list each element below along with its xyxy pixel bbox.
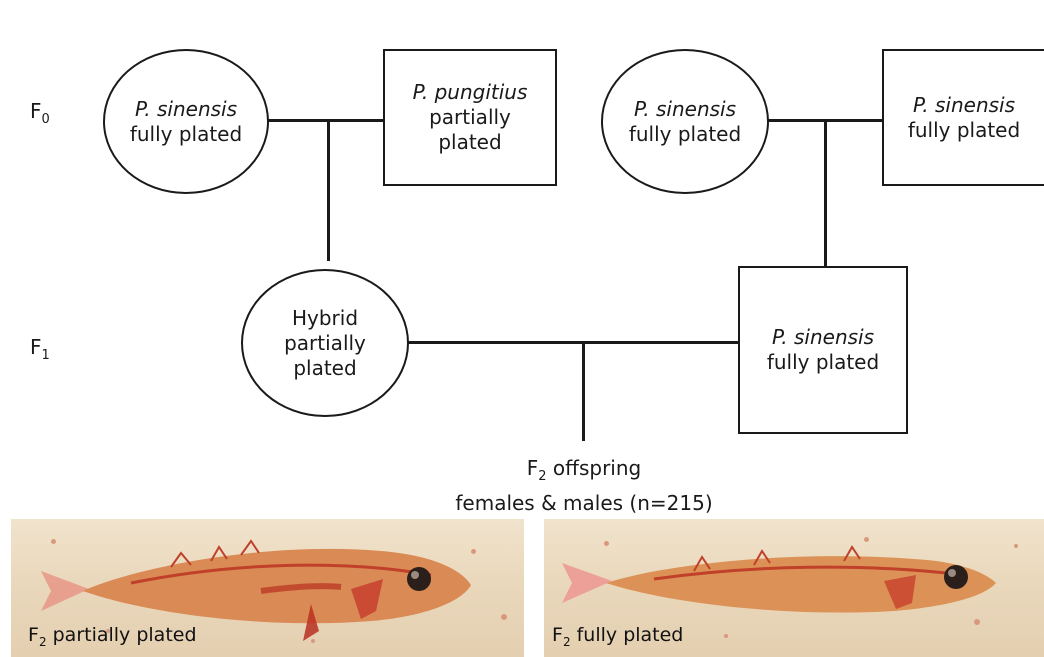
f0-right-male-species: P. sinensis [913,93,1015,118]
f2-offspring-line1: F2 offspring [434,455,734,490]
generation-label-f1: F1 [30,335,50,363]
f0-right-female-node: P. sinensis fully plated [601,49,769,194]
photo-caption-fully-plated: F2 fully plated [552,624,683,649]
f0-right-female-species: P. sinensis [634,97,736,122]
f0-left-male-species: P. pungitius [413,80,528,105]
f1-male-phenotype: fully plated [767,350,879,375]
photo-fully-plated: F2 fully plated [544,519,1044,657]
f1-hybrid-node: Hybrid partially plated [241,269,409,417]
f1-male-node: P. sinensis fully plated [738,266,908,434]
f0-right-female-phenotype: fully plated [629,122,741,147]
f2-offspring-label: F2 offspring females & males (n=215) [434,455,734,516]
f0-left-female-node: P. sinensis fully plated [103,49,269,194]
f1-hybrid-line1: Hybrid [292,306,358,331]
f0-left-male-phenotype-line1: partially [429,105,511,130]
descent-line-f0-right [824,120,827,268]
f0-left-female-phenotype: fully plated [130,122,242,147]
f0-left-female-species: P. sinensis [135,97,237,122]
f2-offspring-line2: females & males (n=215) [434,490,734,516]
f1-male-species: P. sinensis [772,325,874,350]
mating-line-f1 [406,341,740,344]
f1-hybrid-line3: plated [293,356,356,381]
f0-left-male-phenotype-line2: plated [438,130,501,155]
photo-partially-plated: F2 partially plated [11,519,524,657]
f0-left-male-node: P. pungitius partially plated [383,49,557,186]
f0-right-male-phenotype: fully plated [908,118,1020,143]
photo-caption-partially-plated: F2 partially plated [28,624,197,649]
mating-line-f0-left [267,119,384,122]
descent-line-f1 [582,342,585,441]
f1-hybrid-line2: partially [284,331,366,356]
descent-line-f0-left [327,120,330,261]
generation-label-f0: F0 [30,99,50,127]
f0-right-male-node: P. sinensis fully plated [882,49,1044,186]
